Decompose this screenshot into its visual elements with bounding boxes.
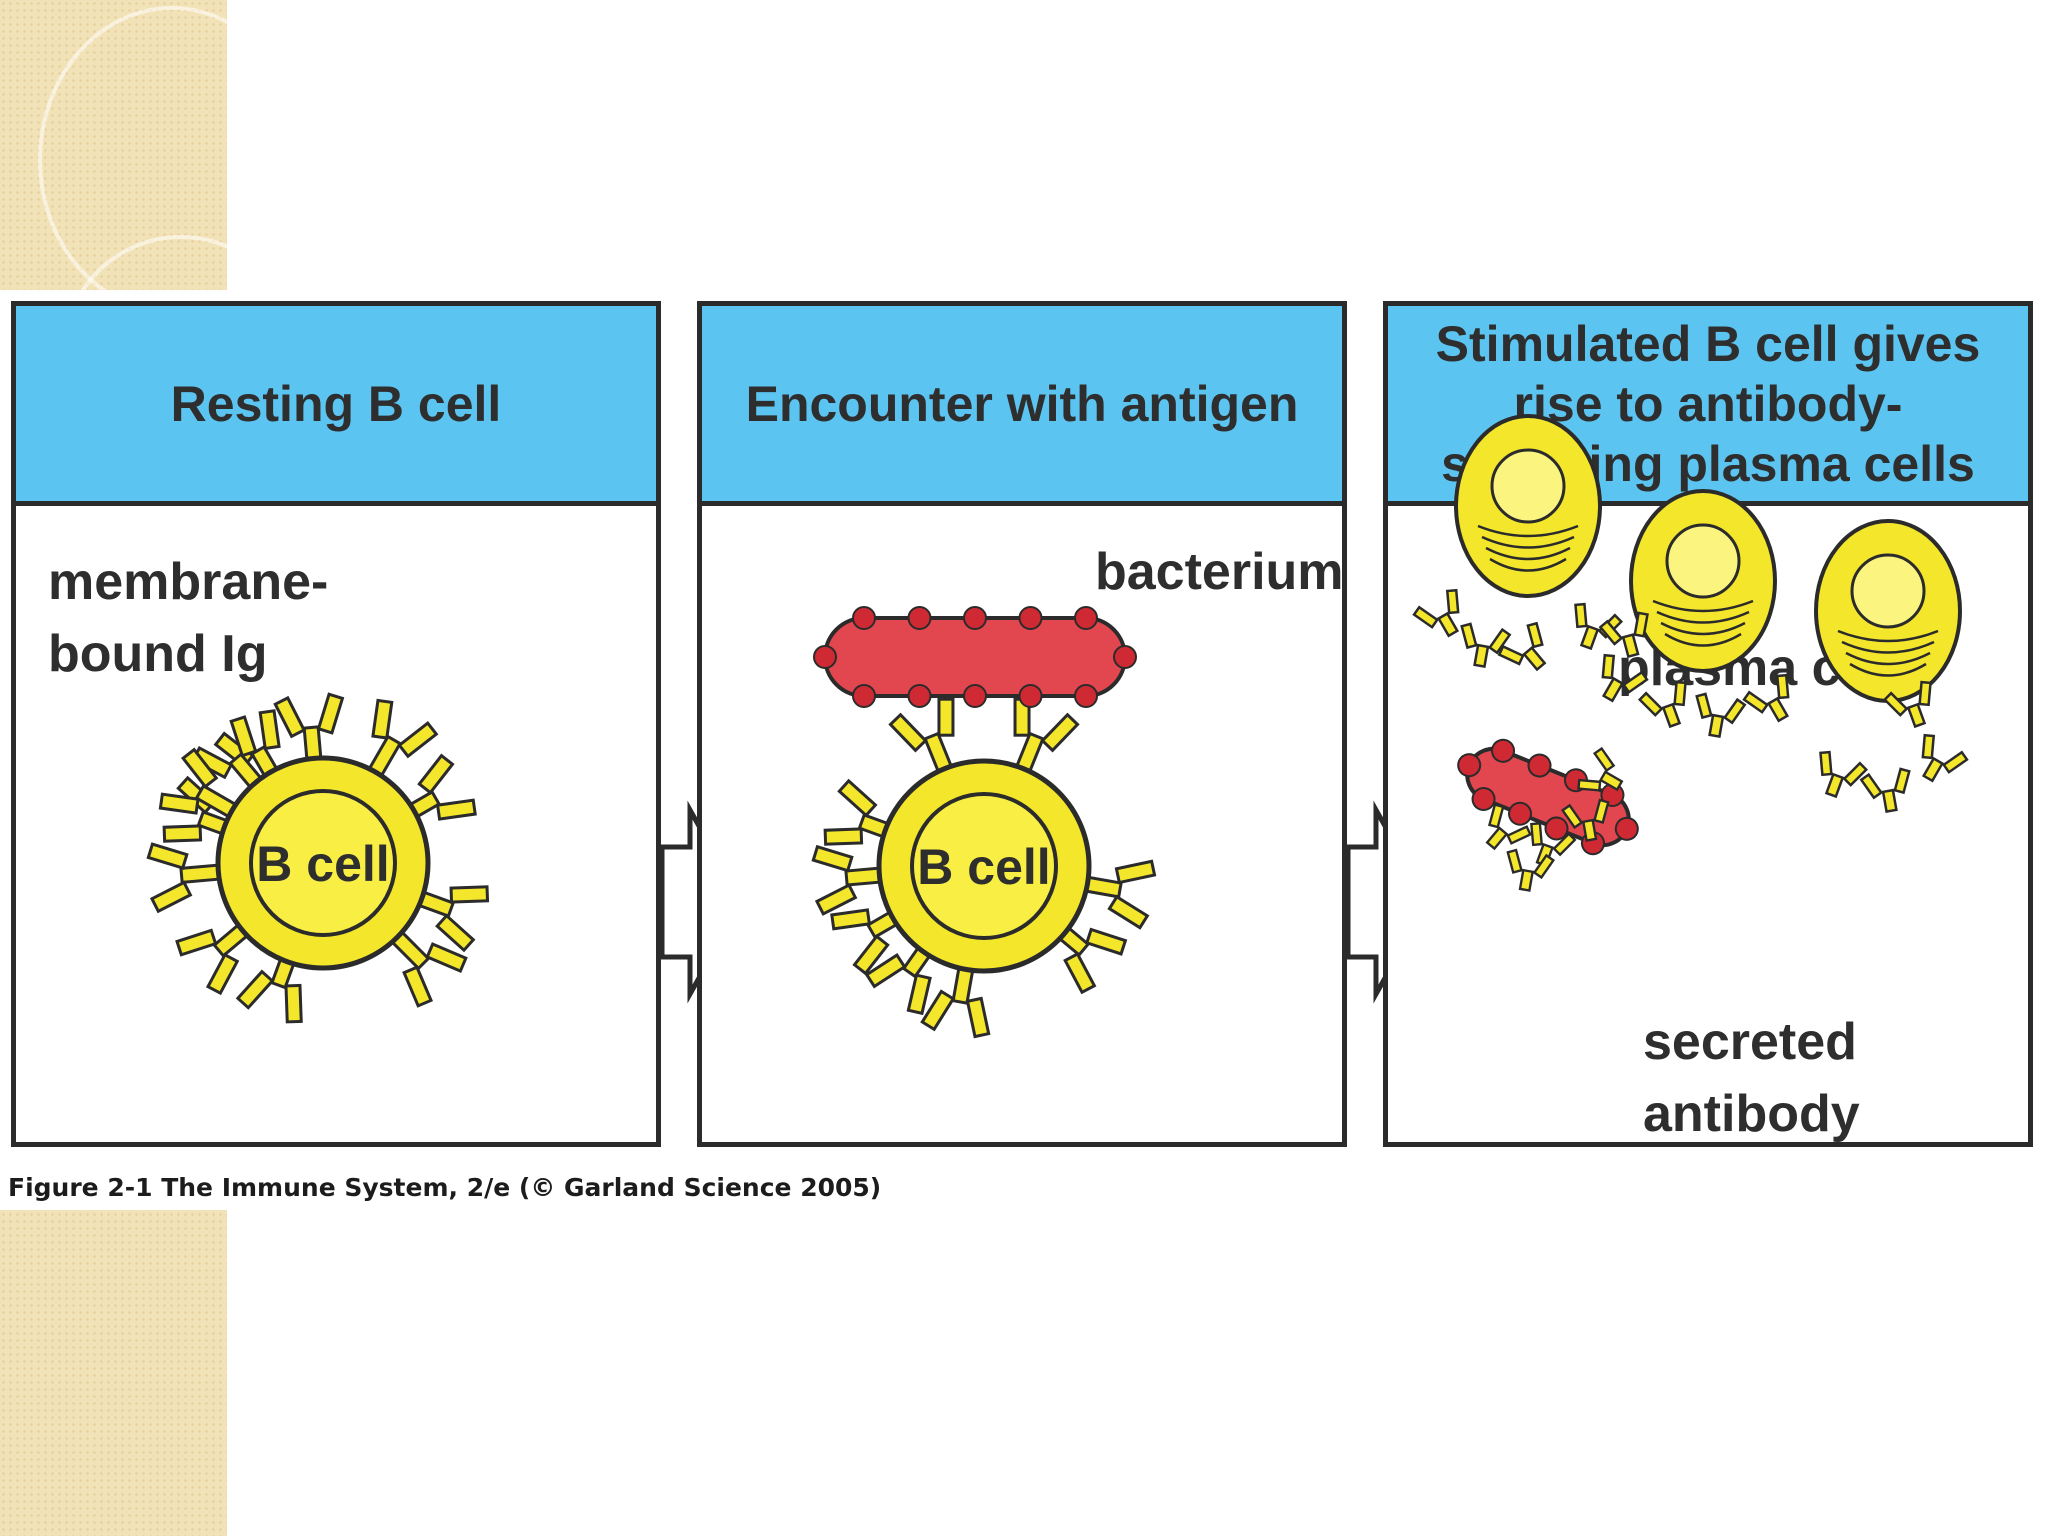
- antibody-receptor: [275, 693, 348, 766]
- antigen-dot: [964, 685, 986, 707]
- free-antibody: [1907, 732, 1969, 791]
- antigen-dot: [1114, 646, 1136, 668]
- antibody-receptor: [147, 838, 226, 912]
- free-antibody: [1638, 679, 1697, 733]
- bacterium-shape: [814, 607, 1136, 707]
- bacterium: [814, 607, 1136, 707]
- resting-b-cell-illustration: B cell: [16, 306, 656, 1142]
- free-antibody: [1861, 768, 1916, 815]
- plasma-cell: [1631, 491, 1775, 671]
- free-antibody: [1742, 672, 1804, 731]
- antigen-dot: [909, 685, 931, 707]
- free-antibody: [1808, 749, 1867, 803]
- figure: Resting B cell membrane- bound Ig B cell…: [0, 290, 2048, 1210]
- antigen-dot: [1020, 685, 1042, 707]
- antigen-dot: [853, 607, 875, 629]
- antigen-dot: [1075, 685, 1097, 707]
- panel-encounter-antigen: Encounter with antigen bacterium B cell: [697, 301, 1347, 1147]
- panel-resting-b-cell: Resting B cell membrane- bound Ig B cell: [11, 301, 661, 1147]
- encounter-illustration: B cell: [702, 306, 1342, 1142]
- b-cell-label: B cell: [917, 839, 1050, 895]
- free-antibody: [1587, 652, 1649, 711]
- b-cell-label: B cell: [256, 836, 389, 892]
- plasma-cells-illustration: [1388, 306, 2028, 1142]
- plasma-cell: [1456, 416, 1600, 596]
- antigen-dot: [853, 685, 875, 707]
- antigen-dot: [964, 607, 986, 629]
- antigen-dot: [1020, 607, 1042, 629]
- free-antibody: [1691, 693, 1746, 740]
- antigen-dot: [909, 607, 931, 629]
- antigen-dot: [814, 646, 836, 668]
- plasma-art: [1412, 416, 1969, 894]
- free-antibody: [1497, 620, 1560, 682]
- plasma-cell: [1816, 521, 1960, 701]
- panel-plasma-cells: Stimulated B cell gives rise to antibody…: [1383, 301, 2033, 1147]
- antigen-dot: [1075, 607, 1097, 629]
- free-antibody: [1502, 849, 1554, 894]
- antibody-receptor: [812, 841, 887, 914]
- figure-caption: Figure 2-1 The Immune System, 2/e (© Gar…: [8, 1173, 881, 1202]
